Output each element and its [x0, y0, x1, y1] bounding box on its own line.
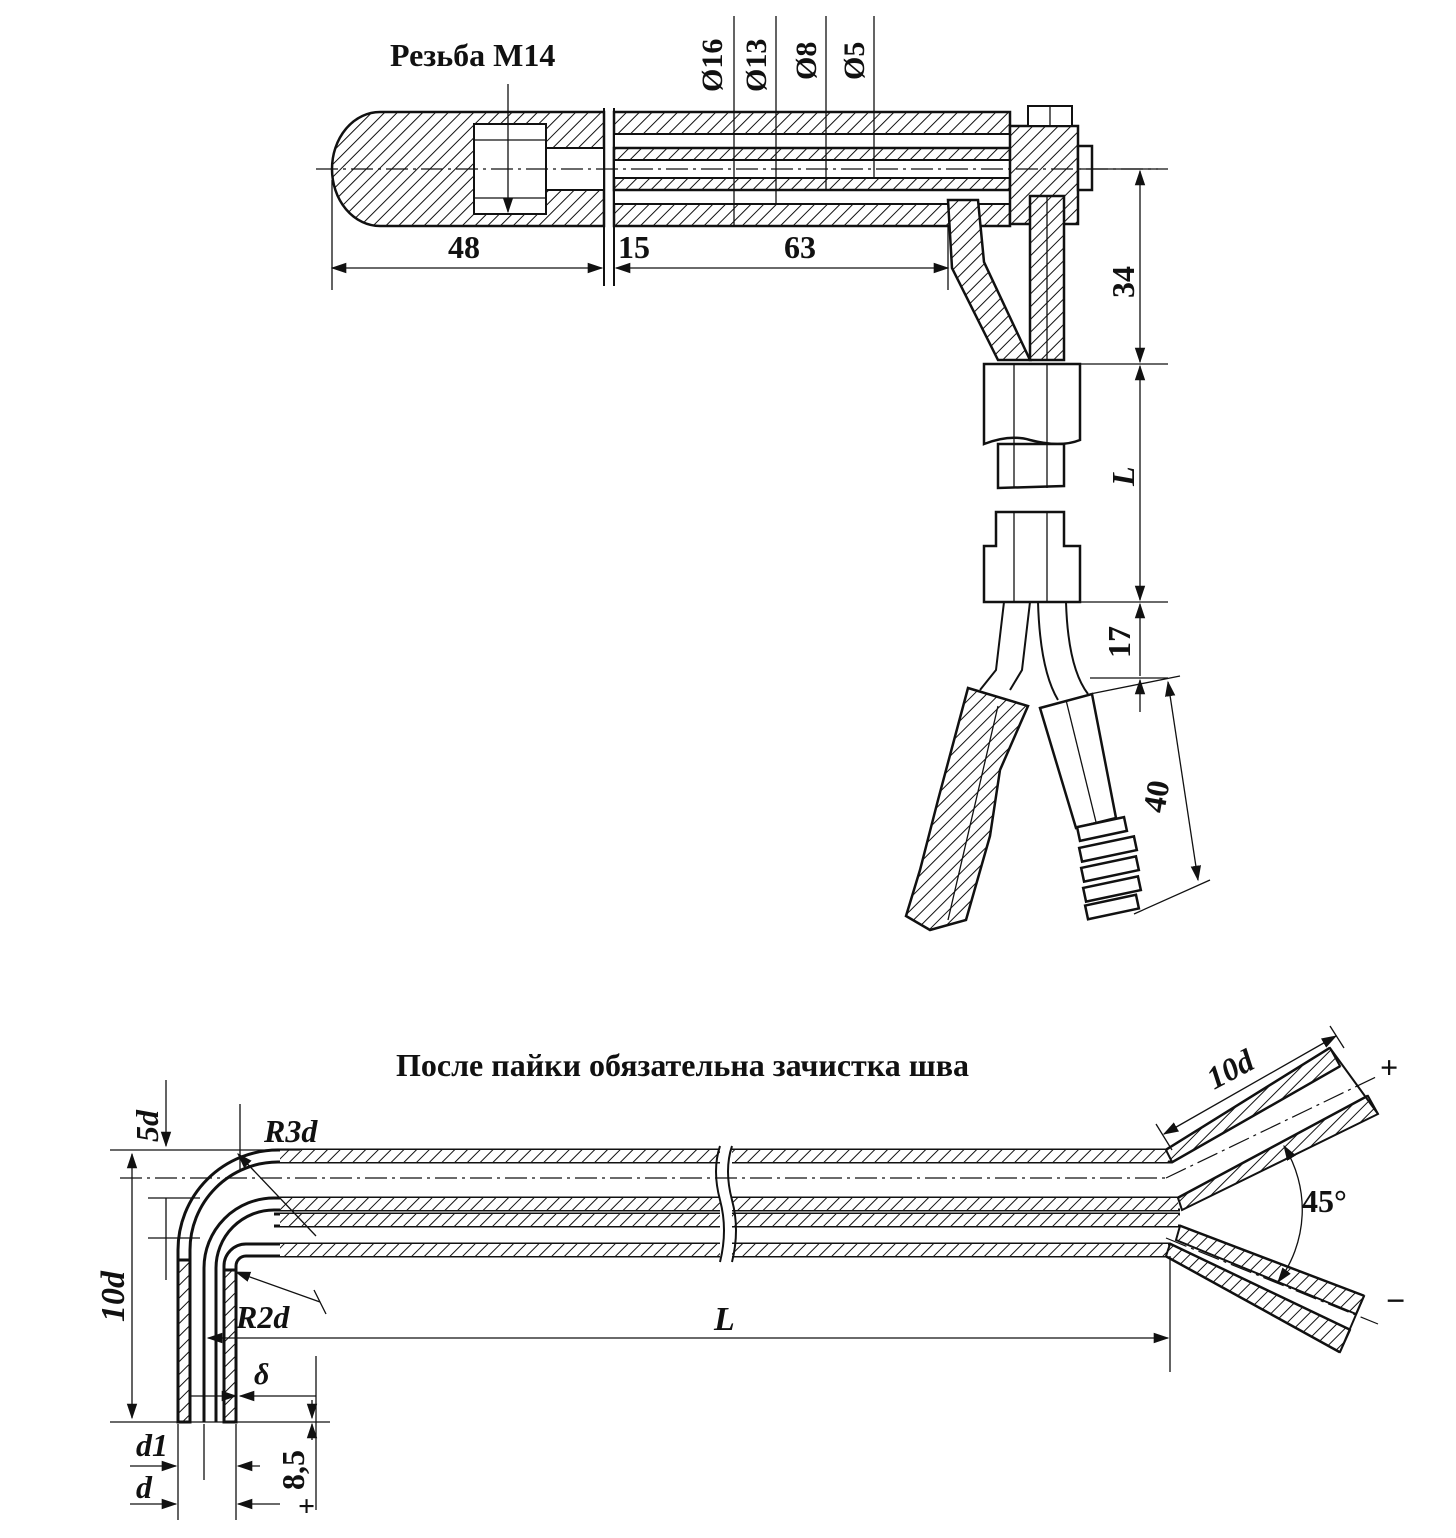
- dim-L-top: L: [1105, 466, 1141, 487]
- diameter-8-label: Ø8: [790, 42, 823, 80]
- dim-L-bottom: L: [713, 1301, 735, 1338]
- dim-d1: d1: [136, 1427, 168, 1463]
- cable-left: [904, 686, 1030, 932]
- bent-tube-outer: [176, 1148, 720, 1422]
- dim-d: d: [136, 1469, 153, 1505]
- dim-10d-left: 10d: [95, 1270, 132, 1322]
- diameter-5-label: Ø5: [838, 42, 871, 80]
- dim-40: 40: [1135, 777, 1176, 815]
- diameter-13-label: Ø13: [740, 39, 773, 92]
- diameter-16-label: Ø16: [696, 39, 729, 92]
- dim-17: 17: [1101, 626, 1137, 658]
- thread-label: Резьба М14: [390, 37, 555, 73]
- dim-5d: 5d: [129, 1109, 165, 1142]
- angle-45: 45°: [1302, 1183, 1347, 1219]
- coupling-lower: [982, 510, 1082, 604]
- dim-63: 63: [784, 229, 816, 265]
- dim-8-5: 8,5: [275, 1450, 311, 1490]
- dim-15: 15: [618, 229, 650, 265]
- dim-delta: δ: [254, 1358, 269, 1391]
- cable-right: [1038, 692, 1118, 830]
- radius-3d: R3d: [263, 1113, 318, 1149]
- radius-2d: R2d: [235, 1299, 290, 1335]
- top-view: Резьба М14 Ø16 Ø13 Ø8 Ø5 48 15 63 34 L 1…: [316, 16, 1211, 932]
- coupling-upper: [982, 362, 1082, 446]
- bottom-view: После пайки обязательна зачистка шва: [95, 1025, 1405, 1523]
- solder-note: После пайки обязательна зачистка шва: [396, 1047, 969, 1083]
- dim-48: 48: [448, 229, 480, 265]
- sign-minus: −: [1386, 1283, 1405, 1320]
- dim-10d-right: 10d: [1200, 1041, 1260, 1096]
- dim-34: 34: [1105, 266, 1141, 298]
- sign-plus-bottom: +: [298, 1490, 315, 1523]
- sign-plus-top: +: [1380, 1049, 1398, 1085]
